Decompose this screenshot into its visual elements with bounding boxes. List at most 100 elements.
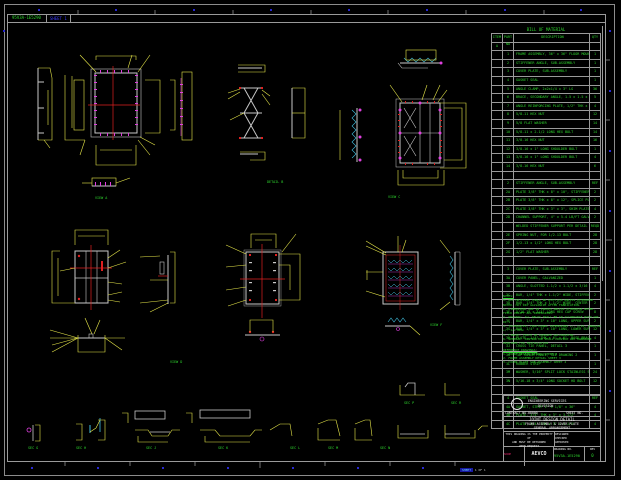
bom-cell-part: 3A	[503, 274, 514, 283]
bom-cell-item	[491, 128, 503, 137]
bom-cell-part: 3F	[503, 317, 514, 326]
bom-cell-item	[491, 257, 503, 266]
bom-cell-part: 2A	[503, 188, 514, 197]
bom-cell-desc: GASKET SEAL	[516, 77, 539, 82]
bom-cell-part: 3L	[503, 360, 514, 369]
bom-cell-item	[491, 119, 503, 128]
bom-cell-desc: PLATE 3/8" THK x 8" x 12", SPLICE PLATE	[516, 198, 589, 203]
bom-cell-qty: 4	[589, 283, 601, 291]
drawing-number-cell: DRAWING NO. 95V3A-1E5290	[554, 447, 585, 461]
vendor-logo: AEVCO	[525, 447, 554, 461]
bom-cell-item	[491, 154, 503, 162]
bom-cell-desc: SPRING NUT, FOR 1/2-13 BOLT	[516, 232, 572, 237]
bom-cell-desc: 5/8 FLAT WASHER	[516, 120, 547, 125]
drawing-subtitle-2: GENERAL ARRANGEMENT	[533, 426, 571, 430]
bom-cell-desc: 5/8-11 HEX NUT	[516, 112, 545, 117]
contract-row: CONTRACT NO. 00000 SHEET NO.	[504, 411, 600, 417]
drawing-border-inner	[7, 14, 606, 462]
bom-cell-desc: BAR, 1/4" x 3" x 10" LONG, LOWER SUPPORT	[516, 327, 589, 332]
bom-cell-part	[503, 386, 514, 394]
bom-cell-item	[491, 274, 503, 283]
bom-cell-desc: 1/2" FLAT WASHER	[516, 249, 549, 254]
bom-cell-item	[491, 386, 503, 394]
title-block: ENGINEERING SERVICES DIVISION CONTRACT N…	[503, 395, 601, 466]
bom-cell-part: 2E	[503, 231, 514, 240]
bom-cell-desc: TOP COVER PANEL, SEE DRAWING 2	[516, 352, 578, 357]
view-1-plan	[37, 54, 193, 187]
drawing-number: 95V3A-1E5290	[554, 454, 580, 458]
company-logo-icon	[511, 398, 523, 410]
bom-cell-item	[491, 102, 503, 111]
bom-cell-part: 4C	[503, 420, 514, 429]
bom-cell-part: 5	[503, 85, 514, 94]
bom-cell-qty: 4	[589, 102, 601, 111]
notes-header: NOTES:	[503, 294, 514, 298]
bom-cell-item	[491, 248, 503, 257]
title-block-header: ENGINEERING SERVICES DIVISION	[504, 396, 600, 412]
bom-cell-item	[491, 59, 503, 68]
revision-cell: REV 0	[585, 447, 600, 461]
bom-cell-part	[503, 171, 514, 180]
bom-cell-qty: 28	[589, 240, 601, 248]
bom-cell-item: A	[491, 42, 503, 51]
bom-cell-item	[491, 420, 503, 429]
bom-cell-desc: STIFFENER ANGLE, SUB-ASSEMBLY	[516, 181, 576, 186]
view-label-8: SEC H	[76, 446, 87, 450]
bom-cell-item	[491, 291, 503, 300]
revision-number: 0	[591, 453, 594, 458]
bom-cell-part	[503, 42, 514, 51]
bom-cell-desc: 5/16-18 x 3/4" LONG HEX CAP SCREW	[516, 310, 584, 314]
bom-cell-desc: ANGLE CLAMP, 2x2x1/4 x 3" LG	[516, 86, 574, 91]
ref-2: 2. FRAME ASSEMBLY DETAIL SHEET 3	[503, 356, 561, 361]
bom-cell-qty: 1	[589, 274, 601, 283]
bom-cell-item	[491, 51, 503, 59]
view-6-panel	[365, 236, 461, 336]
bom-cell-item	[491, 326, 503, 334]
view-label-13: SEC N	[380, 446, 391, 450]
bom-cell-qty	[589, 171, 601, 180]
bom-cell-part: 9	[503, 119, 514, 128]
bom-cell-part: 3M	[503, 369, 514, 377]
note-5: 5. FINISH: TOUCH UP DAMAGED GALVANIZING.	[503, 332, 576, 337]
note-2: 2. DIMENSIONS ARE IN INCHES UNLESS OTHER…	[503, 306, 596, 316]
view-label-6: VIEW F	[430, 323, 443, 327]
bom-cell-desc: 3/8-16 x 1" LONG SHOULDER BOLT	[516, 155, 578, 160]
bom-cell-part: 2G	[503, 248, 514, 257]
bom-cell-item	[491, 266, 503, 274]
bom-cell-desc: 3/8-16 HEX NUT	[516, 138, 545, 143]
bom-cell-desc: RUBBER STRIP	[516, 361, 541, 366]
bom-cell-qty: 1	[589, 360, 601, 369]
view-4-plan	[49, 229, 176, 353]
bom-cell-qty: 12	[589, 377, 601, 386]
bom-cell-desc: BAR, 1/4" THK x 1-1/2" WIDE, CENTER BAR	[516, 301, 589, 306]
drawing-tag-box: 95V3A-1E5290 SHEET 1	[7, 14, 71, 23]
bom-cell-desc: FRAME ASSEMBLY, 36" x 36" FLOOR MOUNTED …	[516, 52, 589, 57]
bom-cell-item	[491, 94, 503, 102]
bom-cell-qty: 2	[589, 300, 601, 308]
bom-cell-item	[491, 309, 503, 317]
bom-cell-item	[491, 334, 503, 343]
bom-cell-qty: 2	[589, 214, 601, 223]
bom-cell-desc	[514, 43, 589, 51]
bom-cell-desc: 5/8-11 x 2-1/2 LONG HEX BOLT	[516, 129, 574, 134]
bom-cell-item	[491, 85, 503, 94]
bom-cell-qty: 1	[589, 343, 601, 351]
bom-title: BILL OF MATERIAL	[526, 27, 566, 32]
bom-cell-qty: 1	[589, 76, 601, 85]
bom-cell-part: 2	[503, 59, 514, 68]
